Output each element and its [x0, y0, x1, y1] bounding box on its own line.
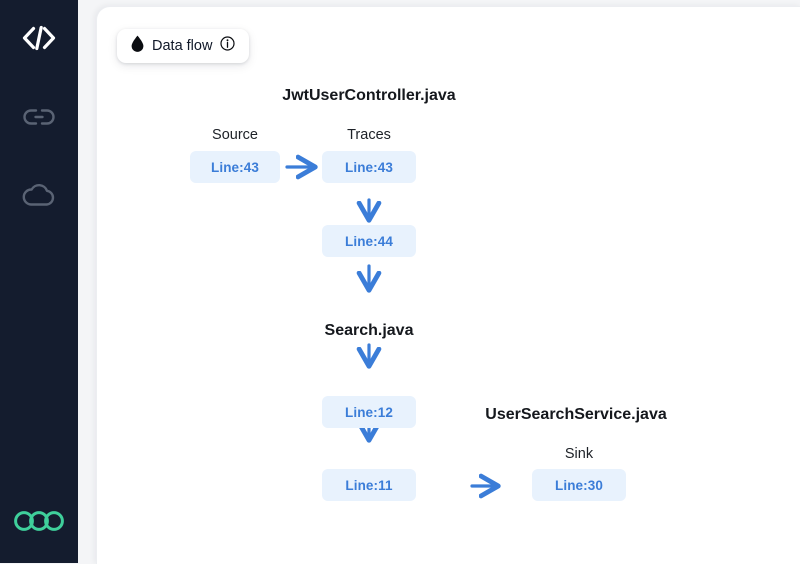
- sidebar-logo[interactable]: [0, 510, 78, 537]
- data-flow-chip[interactable]: Data flow: [117, 29, 250, 63]
- sidebar-item-cloud[interactable]: [15, 174, 63, 222]
- data-flow-label: Data flow: [152, 38, 213, 54]
- graph-edges: [285, 7, 800, 564]
- node-trace-line43[interactable]: Line:43: [322, 151, 416, 183]
- column-label-source: Source: [212, 127, 258, 143]
- water-drop-icon: [131, 35, 144, 57]
- info-icon[interactable]: [220, 36, 236, 56]
- link-icon: [22, 105, 56, 134]
- column-label-traces: Traces: [347, 127, 391, 143]
- main-panel: Data flow: [96, 6, 800, 564]
- three-circles-logo: [13, 510, 65, 537]
- node-label: Line:43: [211, 159, 259, 175]
- node-label: Line:44: [345, 233, 393, 249]
- sidebar-item-link[interactable]: [15, 95, 63, 143]
- node-label: Line:30: [555, 477, 603, 493]
- node-label: Line:12: [345, 404, 393, 420]
- node-trace-line44[interactable]: Line:44: [322, 225, 416, 257]
- cloud-icon: [21, 183, 57, 214]
- node-label: Line:43: [345, 159, 393, 175]
- file-title-searchjava: Search.java: [324, 322, 414, 339]
- node-search-line12[interactable]: Line:12: [322, 396, 416, 428]
- node-label: Line:11: [345, 477, 393, 493]
- node-sink-line30[interactable]: Line:30: [532, 469, 626, 501]
- data-flow-graph: JwtUserController.java Search.java UserS…: [97, 7, 800, 564]
- node-search-line11[interactable]: Line:11: [322, 469, 416, 501]
- file-title-usersearchservice: UserSearchService.java: [485, 406, 667, 423]
- node-source-line43[interactable]: Line:43: [190, 151, 280, 183]
- column-label-sink: Sink: [564, 446, 594, 462]
- sidebar-item-code[interactable]: [15, 16, 63, 64]
- file-title-jwtusercontroller: JwtUserController.java: [282, 87, 456, 104]
- code-brackets-icon: [21, 25, 57, 56]
- sidebar: [0, 0, 78, 563]
